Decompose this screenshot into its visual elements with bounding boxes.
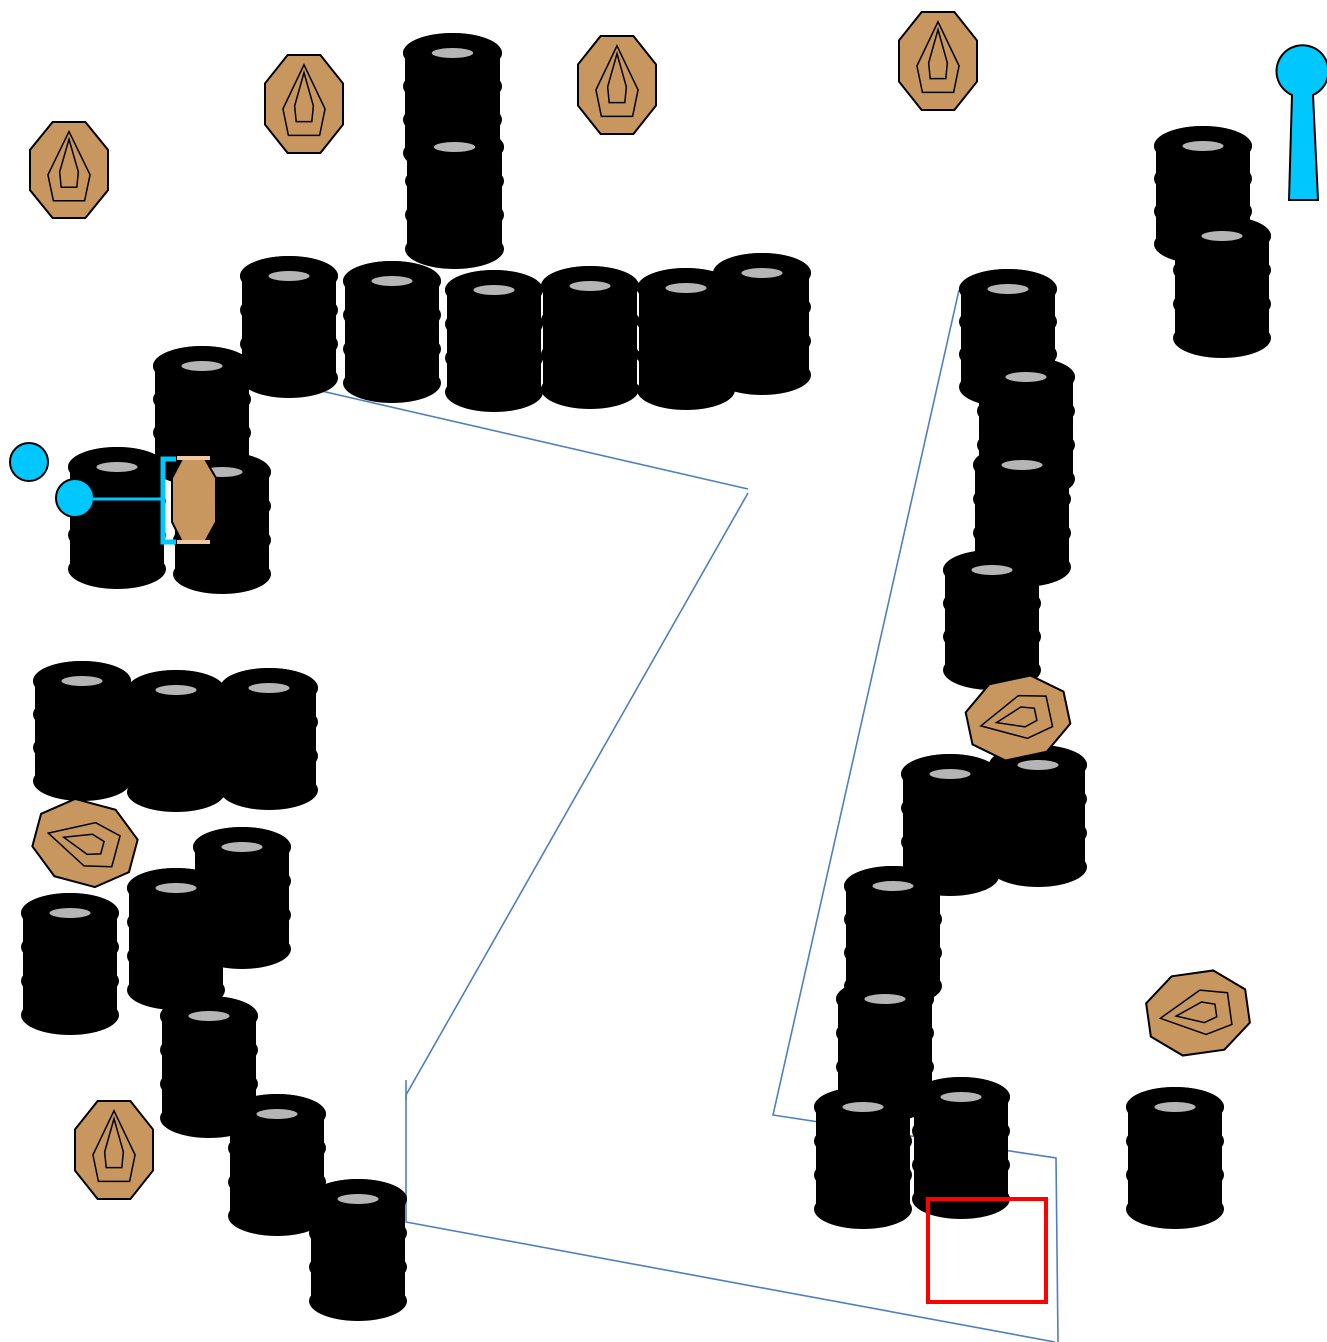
tire-stack-icon bbox=[1126, 1087, 1224, 1229]
paper-target-icon bbox=[75, 1101, 153, 1199]
tire-stack-icon bbox=[21, 893, 119, 1035]
tire-stack-icon bbox=[989, 745, 1087, 887]
steel-plate-icon bbox=[10, 443, 48, 481]
tire-stack-icon bbox=[405, 127, 504, 269]
paper-target-icon bbox=[30, 122, 108, 218]
steel-plate-icon bbox=[56, 479, 94, 517]
tire-stack-icon bbox=[127, 868, 225, 1010]
paper-target-icon bbox=[26, 791, 143, 894]
tire-stack-icon bbox=[220, 668, 318, 810]
tire-stack-icon bbox=[814, 1087, 912, 1229]
tire-stack-icon bbox=[445, 270, 543, 412]
tire-stack-icon bbox=[541, 266, 639, 409]
tire-stack-icon bbox=[309, 1179, 407, 1321]
paper-target-icon bbox=[899, 12, 977, 110]
tire-stack-icon bbox=[127, 670, 225, 812]
tire-stack-icon bbox=[1173, 216, 1271, 358]
tire-stack-icon bbox=[240, 256, 338, 398]
tire-stacks bbox=[21, 33, 1271, 1321]
paper-target-icon bbox=[265, 55, 343, 153]
steel-popper-icon bbox=[1276, 45, 1327, 200]
tire-stack-icon bbox=[68, 447, 166, 589]
tire-stack-icon bbox=[713, 253, 811, 395]
paper-target-icon bbox=[1143, 966, 1253, 1059]
paper-target-icon bbox=[578, 36, 656, 134]
tire-stack-icon bbox=[943, 550, 1041, 690]
tire-stack-icon bbox=[343, 261, 441, 403]
tire-stack-icon bbox=[33, 661, 131, 801]
